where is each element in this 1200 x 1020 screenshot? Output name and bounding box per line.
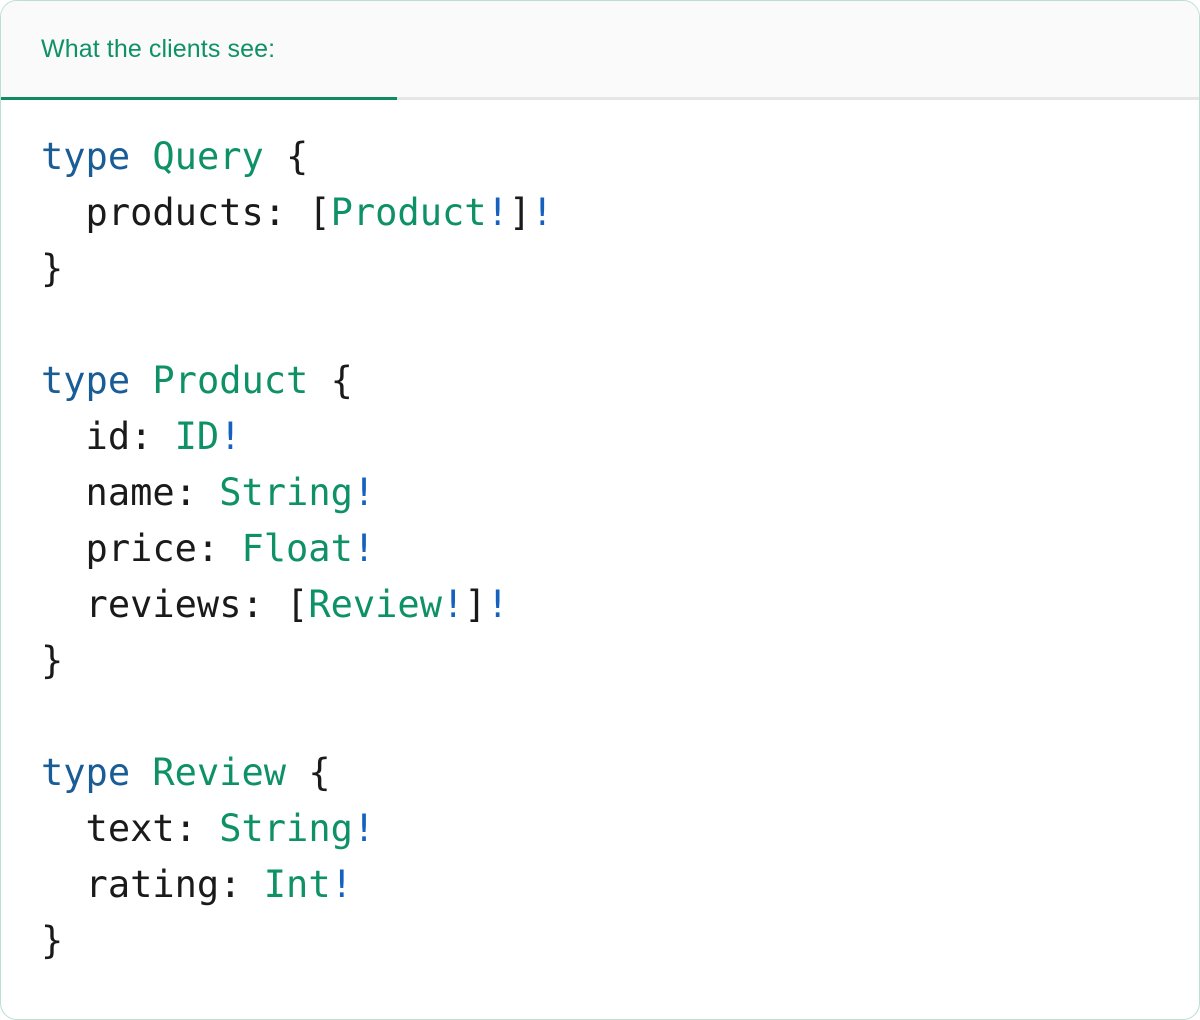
code-token-name: text:	[41, 807, 220, 850]
code-token-pun: }	[41, 639, 64, 682]
code-line: price: Float!	[41, 521, 1199, 577]
code-line: rating: Int!	[41, 857, 1199, 913]
code-token-name: rating:	[41, 863, 264, 906]
code-token-pun: {	[263, 135, 309, 178]
code-token-type: Review	[308, 583, 442, 626]
code-token-type: String	[219, 471, 353, 514]
code-token-kw: type	[41, 751, 131, 794]
code-token-pun: ]	[508, 191, 532, 234]
code-token-pun	[130, 135, 152, 178]
code-token-type: Int	[263, 863, 331, 906]
code-token-bang: !	[330, 863, 353, 906]
code-token-name: products:	[41, 191, 309, 234]
code-token-type: Float	[241, 527, 353, 570]
code-token-type: Product	[152, 359, 309, 402]
code-token-bang: !	[531, 191, 554, 234]
code-token-type: Product	[330, 191, 487, 234]
code-body: type Query { products: [Product!]!} type…	[1, 100, 1199, 969]
code-line: id: ID!	[41, 409, 1199, 465]
code-line: }	[41, 633, 1199, 689]
code-token-pun: [	[286, 583, 309, 626]
code-token-bang: !	[352, 471, 376, 514]
code-token-kw: type	[41, 359, 131, 402]
code-token-pun	[130, 359, 152, 402]
code-token-bang: !	[486, 583, 509, 626]
code-token-bang: !	[219, 415, 242, 458]
code-token-pun: }	[41, 919, 64, 962]
graphql-schema-code: type Query { products: [Product!]!} type…	[41, 129, 1199, 969]
code-token-type: String	[219, 807, 353, 850]
code-token-pun	[130, 751, 152, 794]
code-line: type Product {	[41, 353, 1199, 409]
code-token-name: id:	[41, 415, 175, 458]
code-token-bang: !	[486, 191, 509, 234]
code-line: type Query {	[41, 129, 1199, 185]
tab-strip: What the clients see:	[1, 1, 1199, 100]
code-token-pun: }	[41, 247, 64, 290]
code-token-name: name:	[41, 471, 220, 514]
code-token-pun: ]	[464, 583, 487, 626]
code-token-blank	[41, 303, 63, 346]
code-line: products: [Product!]!	[41, 185, 1199, 241]
code-token-bang: !	[352, 527, 376, 570]
code-line: text: String!	[41, 801, 1199, 857]
code-token-type: ID	[174, 415, 220, 458]
code-line	[41, 297, 1199, 353]
code-token-bang: !	[441, 583, 465, 626]
code-line: name: String!	[41, 465, 1199, 521]
code-token-pun: {	[286, 751, 331, 794]
code-line	[41, 689, 1199, 745]
code-token-name: price:	[41, 527, 242, 570]
code-token-type: Review	[152, 751, 287, 794]
code-token-blank	[41, 695, 63, 738]
code-token-type: Query	[152, 135, 264, 178]
code-token-name: reviews:	[41, 583, 287, 626]
code-line: }	[41, 241, 1199, 297]
tab-label: What the clients see:	[41, 34, 276, 63]
tab-what-the-clients-see[interactable]: What the clients see:	[1, 1, 397, 100]
code-token-bang: !	[352, 807, 376, 850]
code-line: reviews: [Review!]!	[41, 577, 1199, 633]
code-token-kw: type	[41, 135, 131, 178]
code-token-pun: {	[308, 359, 353, 402]
code-token-pun: [	[308, 191, 331, 234]
code-line: }	[41, 913, 1199, 969]
code-line: type Review {	[41, 745, 1199, 801]
